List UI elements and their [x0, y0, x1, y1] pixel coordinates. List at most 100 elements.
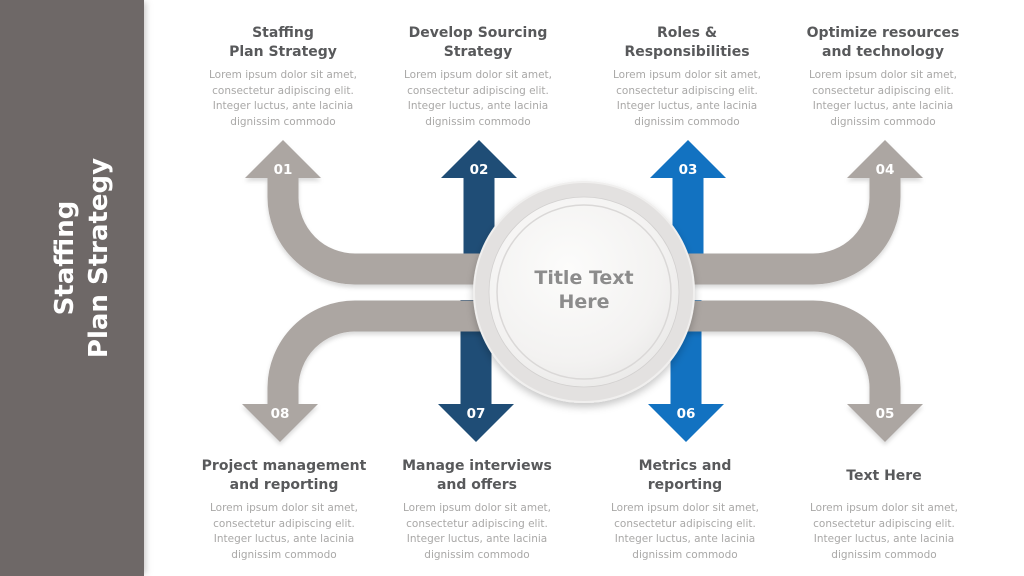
item-08-heading-line1: Project management — [201, 458, 367, 474]
arrow-01-path — [267, 177, 545, 285]
item-07-description: Lorem ipsum dolor sit amet, consectetur … — [367, 501, 587, 563]
item-04-heading-line2: and technology — [822, 44, 944, 60]
item-block-08: Project management and reporting Lorem i… — [174, 456, 394, 563]
item-03-heading: Roles & Responsibilities — [577, 23, 797, 63]
arrow-08-number: 08 — [271, 406, 290, 422]
item-block-02: Develop Sourcing Strategy Lorem ipsum do… — [368, 23, 588, 130]
desc-line: Lorem ipsum dolor sit amet, — [809, 69, 957, 81]
desc-line: dignissim commodo — [632, 548, 738, 561]
desc-line: Lorem ipsum dolor sit amet, — [403, 502, 551, 514]
item-05-description: Lorem ipsum dolor sit amet, consectetur … — [774, 501, 994, 563]
item-block-07: Manage interviews and offers Lorem ipsum… — [367, 456, 587, 563]
desc-line: dignissim commodo — [424, 548, 530, 561]
desc-line: Integer luctus, ante lacinia — [212, 100, 354, 112]
item-02-heading: Develop Sourcing Strategy — [368, 23, 588, 63]
item-02-heading-line1: Develop Sourcing — [408, 25, 548, 41]
item-06-heading-line2: reporting — [647, 477, 723, 493]
item-07-heading-line1: Manage interviews — [402, 458, 552, 474]
item-08-description: Lorem ipsum dolor sit amet, consectetur … — [174, 501, 394, 563]
item-05-heading-line1: Text Here — [846, 467, 922, 484]
desc-line: Integer luctus, ante lacinia — [407, 100, 549, 112]
desc-line: consectetur adipiscing elit. — [616, 84, 758, 97]
arrow-05-path — [623, 300, 901, 405]
arrow-02-head — [441, 140, 517, 178]
sidebar-title: Staffing Plan Strategy — [48, 158, 116, 358]
desc-line: Integer luctus, ante lacinia — [812, 100, 954, 112]
item-block-04: Optimize resources and technology Lorem … — [773, 23, 993, 130]
desc-line: Lorem ipsum dolor sit amet, — [611, 502, 759, 514]
desc-line: consectetur adipiscing elit. — [212, 84, 354, 97]
desc-line: consectetur adipiscing elit. — [213, 517, 355, 530]
desc-line: consectetur adipiscing elit. — [406, 517, 548, 530]
item-03-heading-line2: Responsibilities — [624, 44, 750, 60]
arrow-07-number: 07 — [467, 406, 486, 422]
sidebar-title-line1: Staffing — [50, 200, 80, 316]
item-04-description: Lorem ipsum dolor sit amet, consectetur … — [773, 68, 993, 130]
item-03-heading-line1: Roles & — [656, 25, 718, 41]
item-04-heading: Optimize resources and technology — [773, 23, 993, 63]
center-circle — [473, 181, 695, 403]
desc-line: dignissim commodo — [425, 115, 531, 128]
arrow-04-number: 04 — [876, 162, 895, 178]
item-06-heading-line1: Metrics and — [638, 458, 732, 474]
desc-line: Integer luctus, ante lacinia — [813, 533, 955, 545]
desc-line: consectetur adipiscing elit. — [407, 84, 549, 97]
desc-line: Lorem ipsum dolor sit amet, — [810, 502, 958, 514]
item-07-heading: Manage interviews and offers — [367, 456, 587, 496]
desc-line: consectetur adipiscing elit. — [614, 517, 756, 530]
desc-line: dignissim commodo — [830, 115, 936, 128]
arrow-06-head — [648, 404, 724, 442]
desc-line: Lorem ipsum dolor sit amet, — [613, 69, 761, 81]
item-block-05: Text Here Lorem ipsum dolor sit amet, co… — [774, 456, 994, 563]
desc-line: Integer luctus, ante lacinia — [614, 533, 756, 545]
arrow-02-number: 02 — [470, 162, 489, 178]
arrow-04-path — [623, 177, 901, 285]
item-06-heading: Metrics and reporting — [575, 456, 795, 496]
item-01-description: Lorem ipsum dolor sit amet, consectetur … — [173, 68, 393, 130]
arrow-05-head — [847, 404, 923, 442]
desc-line: dignissim commodo — [634, 115, 740, 128]
desc-line: dignissim commodo — [231, 548, 337, 561]
item-08-heading: Project management and reporting — [174, 456, 394, 496]
arrow-01-head — [245, 140, 321, 178]
arrow-07-head — [438, 404, 514, 442]
desc-line: Lorem ipsum dolor sit amet, — [404, 69, 552, 81]
arrow-03-number: 03 — [679, 162, 698, 178]
arrow-03-head — [650, 140, 726, 178]
item-03-description: Lorem ipsum dolor sit amet, consectetur … — [577, 68, 797, 130]
desc-line: Lorem ipsum dolor sit amet, — [209, 69, 357, 81]
desc-line: consectetur adipiscing elit. — [812, 84, 954, 97]
desc-line: dignissim commodo — [230, 115, 336, 128]
item-block-01: Staffing Plan Strategy Lorem ipsum dolor… — [173, 23, 393, 130]
item-07-heading-line2: and offers — [436, 477, 517, 493]
arrow-08-head — [242, 404, 318, 442]
item-block-03: Roles & Responsibilities Lorem ipsum dol… — [577, 23, 797, 130]
arrow-06-number: 06 — [677, 406, 696, 422]
item-02-heading-line2: Strategy — [443, 44, 513, 60]
center-title: Title Text Here — [474, 266, 694, 314]
arrow-04-head — [847, 140, 923, 178]
desc-line: Integer luctus, ante lacinia — [213, 533, 355, 545]
item-02-description: Lorem ipsum dolor sit amet, consectetur … — [368, 68, 588, 130]
center-title-line1: Title Text — [534, 267, 634, 289]
item-01-heading-line2: Plan Strategy — [229, 44, 337, 60]
item-04-heading-line1: Optimize resources — [806, 25, 960, 41]
item-05-heading: Text Here — [774, 456, 994, 496]
arrow-01-number: 01 — [274, 162, 293, 178]
item-08-heading-line2: and reporting — [229, 477, 339, 493]
arrow-08-path — [267, 300, 545, 405]
desc-line: Integer luctus, ante lacinia — [616, 100, 758, 112]
sidebar-title-line2: Plan Strategy — [84, 157, 114, 359]
desc-line: Lorem ipsum dolor sit amet, — [210, 502, 358, 514]
desc-line: consectetur adipiscing elit. — [813, 517, 955, 530]
desc-line: Integer luctus, ante lacinia — [406, 533, 548, 545]
item-06-description: Lorem ipsum dolor sit amet, consectetur … — [575, 501, 795, 563]
arrow-05-number: 05 — [876, 406, 895, 422]
item-01-heading-line1: Staffing — [252, 25, 314, 41]
sidebar: Staffing Plan Strategy — [0, 0, 144, 576]
center-title-line2: Here — [558, 291, 610, 313]
item-block-06: Metrics and reporting Lorem ipsum dolor … — [575, 456, 795, 563]
item-01-heading: Staffing Plan Strategy — [173, 23, 393, 63]
